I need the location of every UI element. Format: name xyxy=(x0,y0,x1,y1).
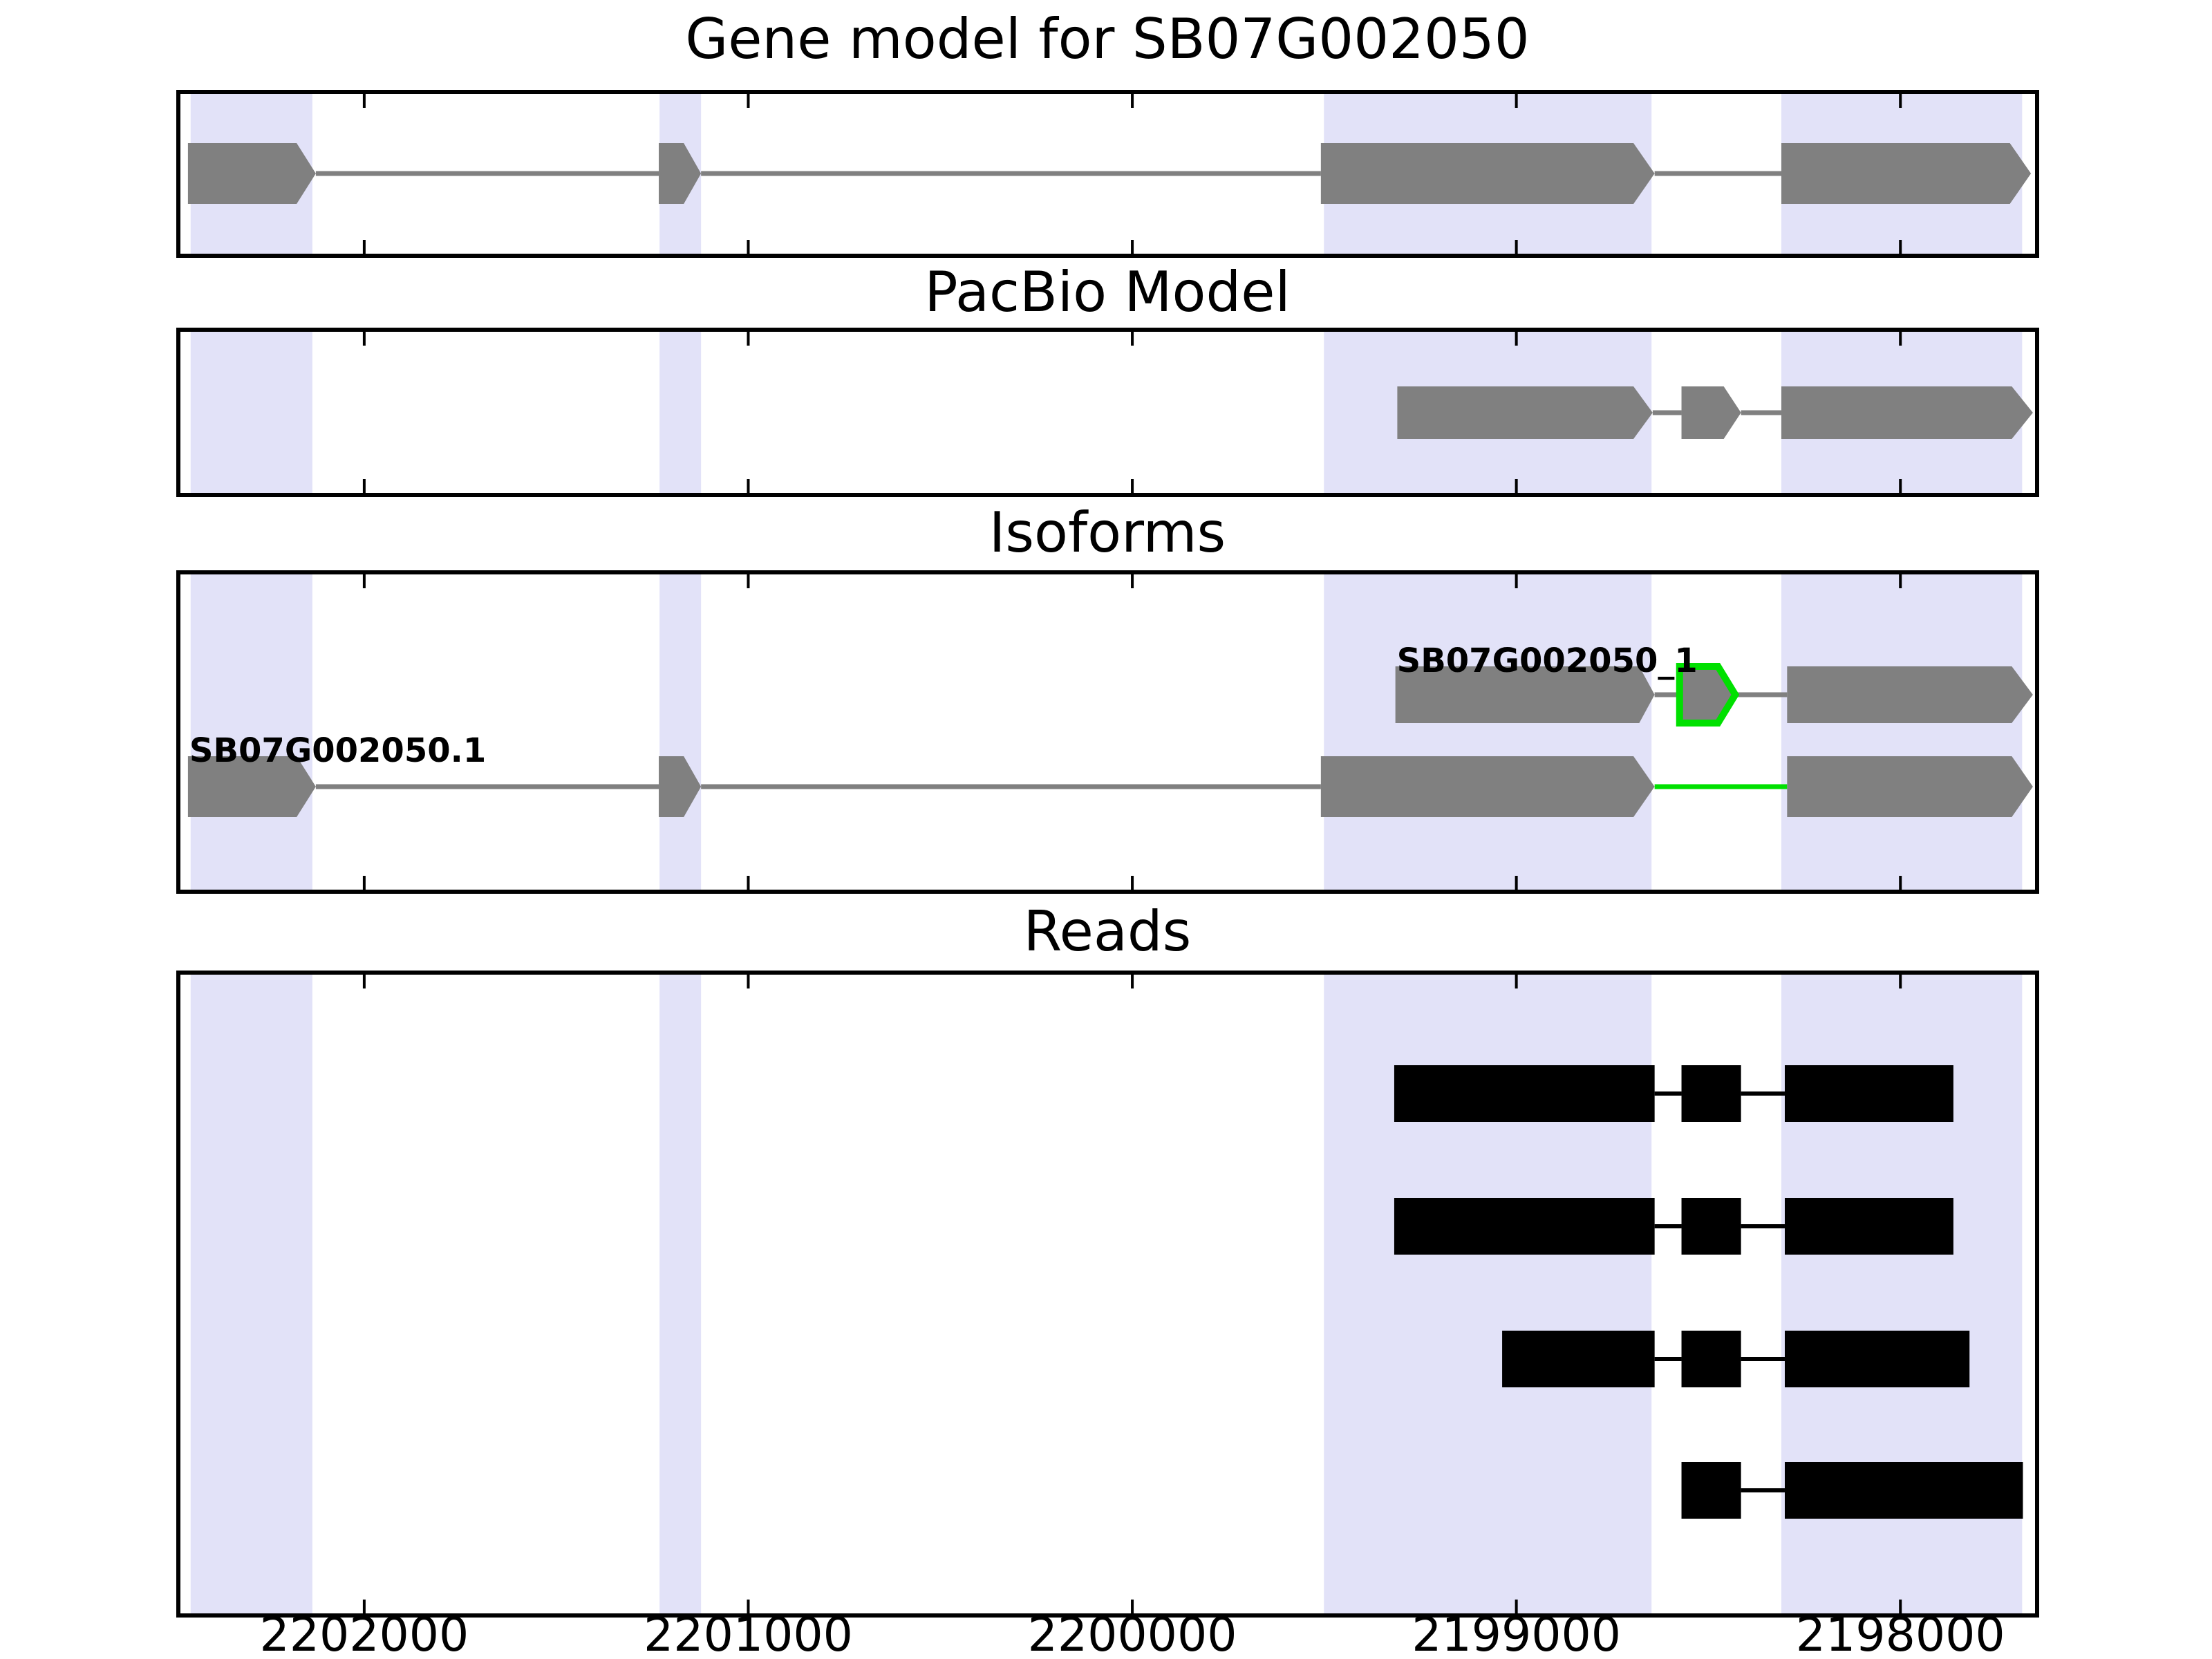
read-segment xyxy=(1394,1065,1655,1122)
read-segment xyxy=(1784,1462,2023,1519)
panel-gene_model xyxy=(176,90,2039,258)
read-segment xyxy=(1502,1331,1655,1387)
highlight-band xyxy=(659,975,702,1613)
exon-block xyxy=(1320,756,1655,817)
isoform-label: SB07G002050.1 xyxy=(189,731,486,770)
panel-pacbio xyxy=(176,328,2039,497)
read-segment xyxy=(1784,1198,1953,1255)
figure-title: Gene model for SB07G002050 xyxy=(685,7,1529,71)
exon-block xyxy=(1787,756,2033,817)
highlight-band xyxy=(190,574,312,890)
exon-block xyxy=(1395,666,1655,723)
highlight-band xyxy=(1781,574,2023,890)
exon-block xyxy=(1781,386,2033,439)
panel-border xyxy=(176,328,2039,497)
panel-reads xyxy=(176,971,2039,1618)
read-segment xyxy=(1784,1331,1970,1387)
exon-block xyxy=(659,756,702,817)
highlight-band xyxy=(659,332,702,493)
exon-block xyxy=(1681,386,1741,439)
x-tick-label: 2201000 xyxy=(644,1608,853,1659)
x-axis-tick-labels: 2202000 2201000 2200000 2199000 2198000 xyxy=(259,1608,2005,1659)
exon-block-highlight xyxy=(1676,663,1740,727)
highlight-band xyxy=(190,332,312,493)
panel-border xyxy=(176,971,2039,1618)
isoforms-panel-title: Isoforms xyxy=(989,500,1226,565)
exon-block xyxy=(1397,386,1653,439)
panel-border xyxy=(176,570,2039,894)
panel-border xyxy=(176,90,2039,258)
isoform-label: SB07G002050_1 xyxy=(1397,641,1698,680)
read-segment xyxy=(1681,1198,1741,1255)
x-tick-label: 2200000 xyxy=(1028,1608,1237,1659)
read-segment xyxy=(1681,1065,1741,1122)
x-tick-label: 2198000 xyxy=(1796,1608,2005,1659)
exon-block xyxy=(187,143,316,204)
exon-block xyxy=(1320,143,1655,204)
pacbio-panel-title: PacBio Model xyxy=(924,260,1290,324)
x-tick-label: 2199000 xyxy=(1412,1608,1621,1659)
reads-panel-title: Reads xyxy=(1024,899,1192,964)
read-segment xyxy=(1681,1462,1741,1519)
exon-block xyxy=(1787,666,2033,723)
highlight-band xyxy=(190,975,312,1613)
read-segment xyxy=(1784,1065,1953,1122)
exon-block xyxy=(659,143,702,204)
x-tick-label: 2202000 xyxy=(259,1608,469,1659)
read-segment xyxy=(1681,1331,1741,1387)
exon-block xyxy=(187,756,316,817)
highlight-band xyxy=(1324,574,1652,890)
exon-block xyxy=(1781,143,2032,204)
read-segment xyxy=(1394,1198,1655,1255)
highlight-band xyxy=(659,574,702,890)
